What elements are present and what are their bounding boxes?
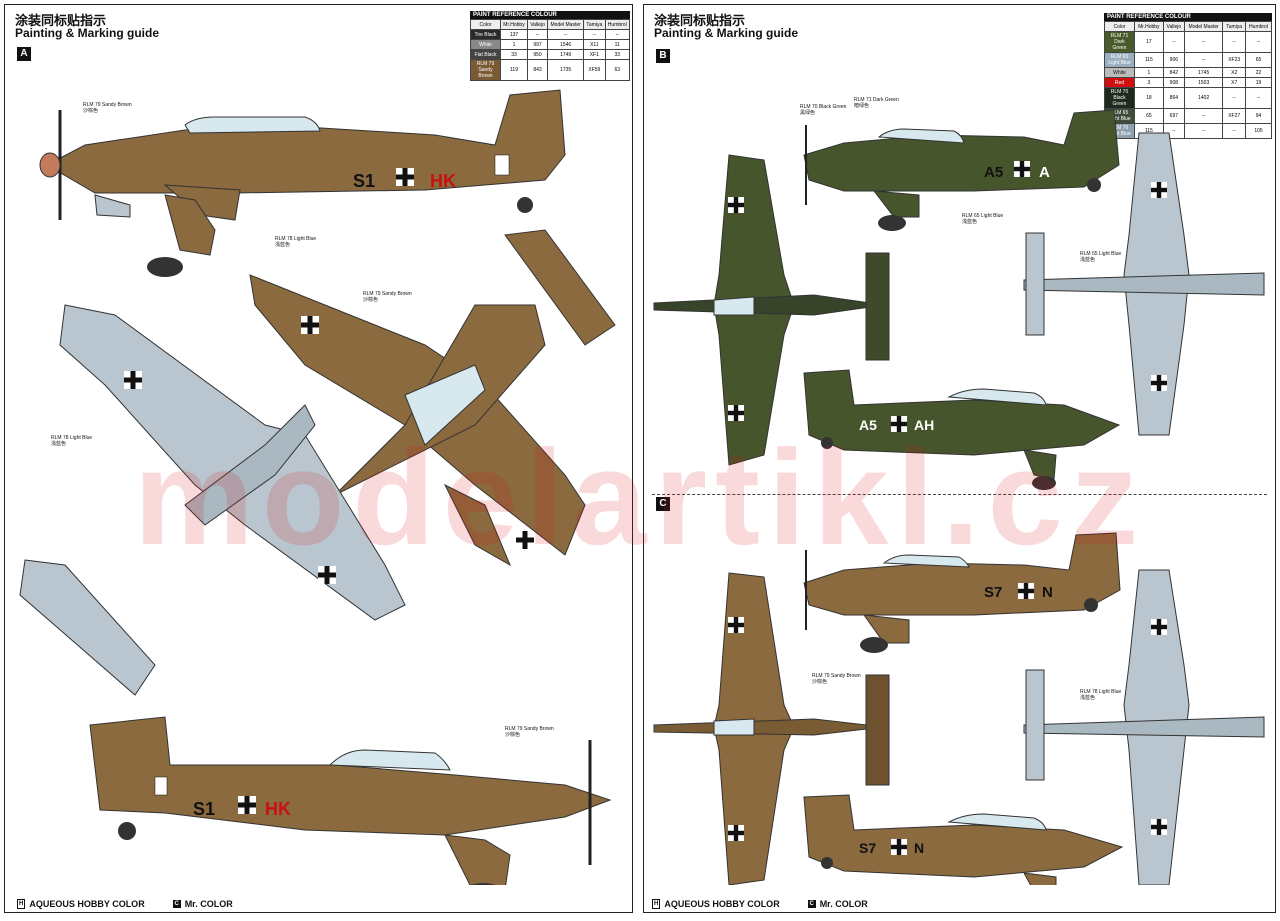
aircraft-drawings-a: S1 HK <box>19 89 616 885</box>
panel-divider <box>652 494 1267 495</box>
code-text: A5 <box>859 417 877 433</box>
code-text: S7 <box>859 840 876 856</box>
footer-legend-right: H AQUEOUS HOBBY COLOR C Mr. COLOR <box>652 899 868 909</box>
code-text: HK <box>265 799 291 819</box>
aqueous-marker: H <box>17 899 26 909</box>
color-note: RLM 78 Light Blue <box>51 435 92 441</box>
top-view-b <box>653 154 890 466</box>
panel-label-c: C <box>656 497 670 511</box>
mrcolor-marker: C <box>807 900 816 908</box>
side-view-c-bottom: S7 N <box>803 794 1124 885</box>
color-note: 沙棕色 <box>83 107 98 114</box>
instruction-sheet-right: 涂装同标贴指示 Painting & Marking guide B C PAI… <box>643 4 1276 913</box>
sheet-title-en: Painting & Marking guide <box>15 26 160 40</box>
mrcolor-label: Mr. COLOR <box>184 899 233 909</box>
paint-reference-table-right: PAINT REFERENCE COLOUR Color Mr.Hobby Va… <box>1104 13 1272 139</box>
side-view-b-bottom: A5 AH <box>803 369 1121 490</box>
table-row: Flat Black 33 950 1749 XF1 33 <box>470 49 630 60</box>
paint-reference-table-left: PAINT REFERENCE COLOUR Color Mr.Hobby Va… <box>470 11 630 81</box>
color-note: 浅蓝色 <box>1080 694 1095 701</box>
aqueous-label: AQUEOUS HOBBY COLOR <box>664 899 780 909</box>
panel-label-a: A <box>17 47 31 61</box>
side-view-a-top: S1 HK <box>39 89 566 277</box>
instruction-sheet-left: 涂装同标贴指示 Painting & Marking guide A PAINT… <box>4 4 633 913</box>
color-note: 浅蓝色 <box>1080 256 1095 263</box>
color-note: 黑绿色 <box>800 109 815 116</box>
code-text: N <box>1042 584 1053 601</box>
color-note: RLM 70 Black Green <box>800 104 847 110</box>
paint-table-title: PAINT REFERENCE COLOUR <box>470 11 630 19</box>
color-note: RLM 71 Dark Green <box>854 97 899 103</box>
bottom-view-a <box>19 304 406 696</box>
top-view-c <box>653 572 890 885</box>
color-note: RLM 78 Light Blue <box>275 236 316 242</box>
color-note: RLM 79 Sandy Brown <box>812 673 861 679</box>
color-note: 浅蓝色 <box>275 241 290 248</box>
side-view-b-top: A5 A <box>803 109 1120 231</box>
code-text: N <box>914 840 924 856</box>
table-row: RLM 70 Black Green 18 864 1402 -- -- <box>1104 87 1272 109</box>
panel-label-b: B <box>656 49 670 63</box>
code-text: S1 <box>193 799 215 819</box>
color-note: RLM 79 Sandy Brown <box>505 726 554 732</box>
color-note: RLM 78 Light Blue <box>1080 689 1121 695</box>
sheet-title-cn: 涂装同标贴指示 <box>15 13 107 28</box>
color-note: 沙棕色 <box>505 731 520 738</box>
sheet-title-cn: 涂装同标贴指示 <box>654 13 746 28</box>
table-row: Red 3 908 1503 X7 19 <box>1104 77 1272 88</box>
aqueous-label: AQUEOUS HOBBY COLOR <box>29 899 145 909</box>
sheet-title-en: Painting & Marking guide <box>654 26 799 40</box>
table-row: White 1 997 1546 X11 11 <box>470 39 630 50</box>
code-text: S7 <box>984 584 1002 601</box>
side-view-a-bottom: S1 HK <box>89 716 612 885</box>
code-text: S1 <box>353 171 375 191</box>
bottom-view-b <box>1023 132 1265 436</box>
code-text: AH <box>914 417 934 433</box>
top-view-a <box>249 229 616 567</box>
color-note: RLM 65 Light Blue <box>962 213 1003 219</box>
mrcolor-marker: C <box>172 900 181 908</box>
color-note: 沙棕色 <box>812 678 827 685</box>
aircraft-drawings-bc: A5 A A5 AH <box>653 97 1265 885</box>
color-note: 浅蓝色 <box>962 218 977 225</box>
code-text: A5 <box>984 164 1003 181</box>
side-view-c-top: S7 N <box>803 532 1121 653</box>
color-note: 浅蓝色 <box>51 440 66 447</box>
code-text: A <box>1039 164 1050 181</box>
paint-table-title: PAINT REFERENCE COLOUR <box>1104 13 1272 21</box>
table-row: RLM 79 Sandy Brown 119 843 1735 XF59 63 <box>470 59 630 81</box>
bottom-view-c <box>1023 569 1265 885</box>
table-row: White 1 842 1745 X2 22 <box>1104 67 1272 78</box>
color-note: 沙棕色 <box>363 296 378 303</box>
color-note: 暗绿色 <box>854 102 869 109</box>
color-note: RLM 79 Sandy Brown <box>83 102 132 108</box>
aqueous-marker: H <box>652 899 661 909</box>
footer-legend-left: H AQUEOUS HOBBY COLOR C Mr. COLOR <box>17 899 233 909</box>
color-note: RLM 65 Light Blue <box>1080 251 1121 257</box>
color-note: RLM 79 Sandy Brown <box>363 291 412 297</box>
code-text: HK <box>430 171 456 191</box>
mrcolor-label: Mr. COLOR <box>819 899 868 909</box>
